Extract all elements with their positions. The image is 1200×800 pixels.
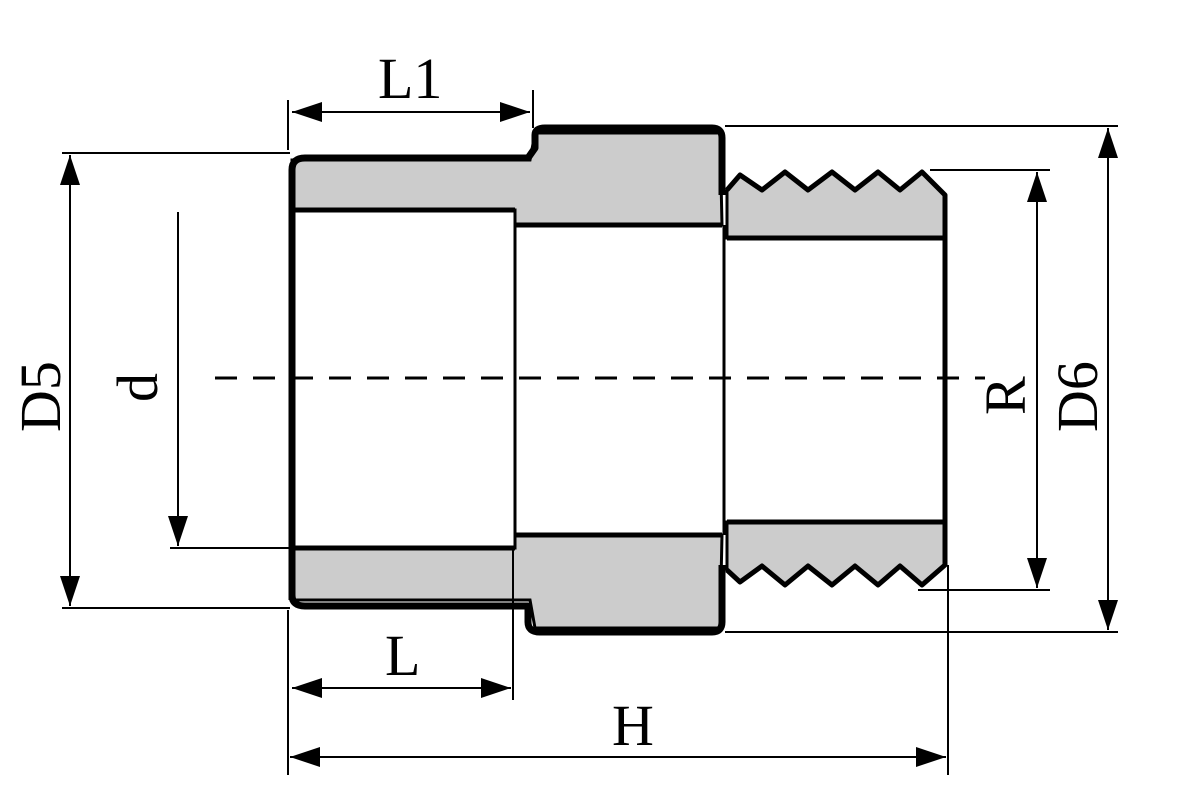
dim-d6-arrow-top (1098, 128, 1118, 158)
dim-d5-arrow-top (60, 155, 80, 185)
dim-h-arrow-left (290, 747, 320, 767)
extension-lines (62, 90, 1118, 775)
dimension-labels: L1 L H D5 d R D6 (8, 46, 1110, 758)
label-r: R (973, 376, 1038, 415)
body-outline (288, 124, 948, 636)
dim-r-arrow-bottom (1027, 558, 1047, 588)
section-walls (290, 131, 947, 630)
dim-d-arrow-bottom (168, 516, 188, 546)
dim-l1-arrow-right (500, 102, 530, 122)
dim-l-arrow-right (481, 678, 511, 698)
label-l: L (385, 623, 420, 688)
label-l1: L1 (378, 46, 442, 111)
label-d6: D6 (1045, 361, 1110, 432)
dim-l-arrow-left (292, 678, 322, 698)
top-thread-profile (725, 169, 948, 522)
dim-r-arrow-top (1027, 172, 1047, 202)
dim-d6-arrow-bottom (1098, 600, 1118, 630)
label-d: d (105, 373, 170, 402)
outer-contour-bottom (288, 565, 726, 636)
dim-h-arrow-right (916, 747, 946, 767)
label-d5: D5 (8, 361, 73, 432)
bottom-thread-profile (725, 522, 948, 588)
dim-d5-arrow-bottom (60, 576, 80, 606)
dimension-lines (60, 102, 1118, 767)
outer-contour-top (288, 124, 726, 600)
label-h: H (612, 693, 654, 758)
dim-l1-arrow-left (292, 102, 322, 122)
